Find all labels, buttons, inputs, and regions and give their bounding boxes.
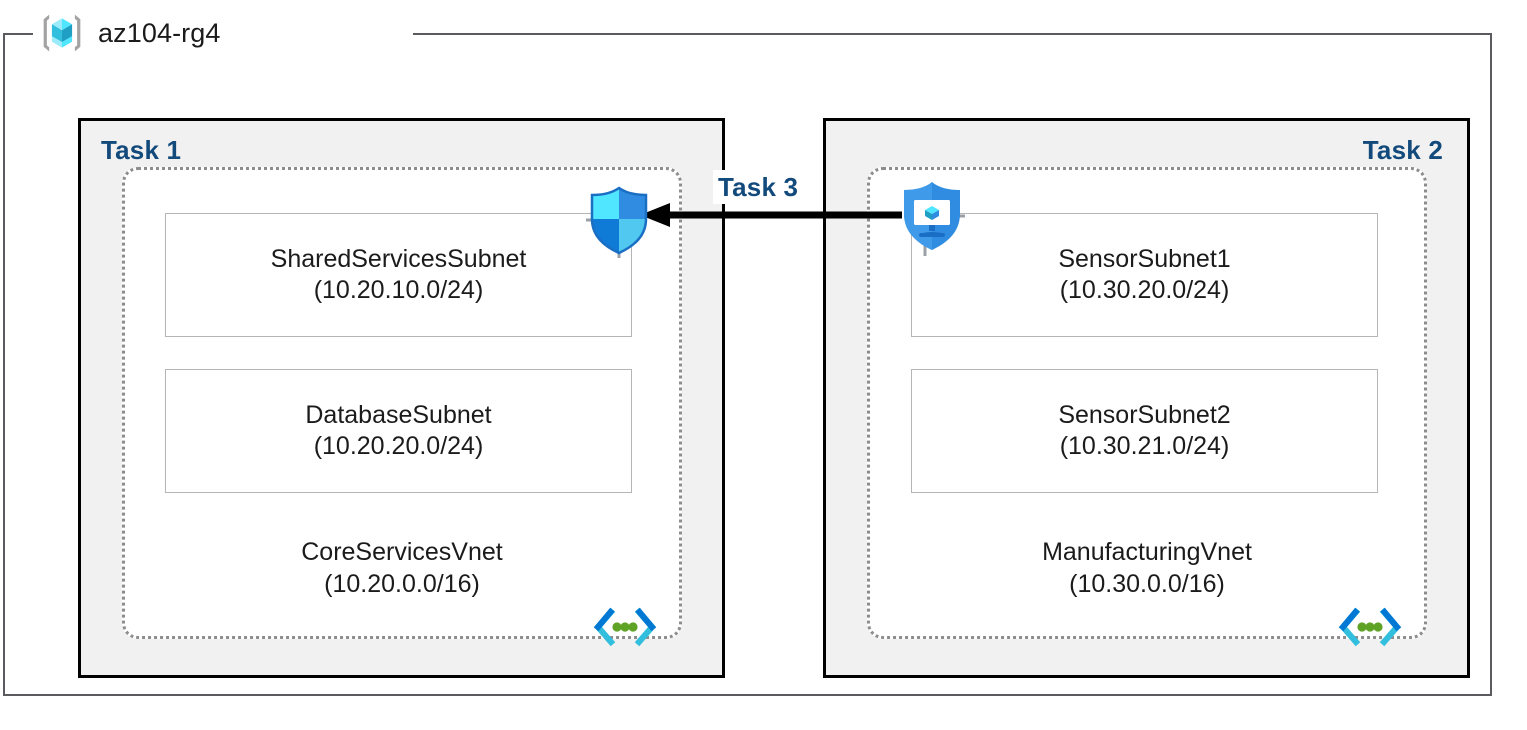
vnet-coreservices-caption: CoreServicesVnet (10.20.0.0/16) bbox=[122, 537, 682, 600]
subnet-database-cidr: (10.20.20.0/24) bbox=[313, 432, 484, 460]
subnet-sensor2-name: SensorSubnet2 bbox=[1058, 400, 1231, 429]
peering-arrow-left-icon bbox=[640, 202, 902, 228]
resource-group-boundary bbox=[3, 33, 1492, 696]
subnet-sensor1: SensorSubnet1 (10.30.20.0/24) bbox=[911, 213, 1378, 337]
resource-group-cube-icon bbox=[40, 11, 84, 55]
task-3-label-backdrop bbox=[713, 170, 819, 204]
vnet-coreservices-cidr: (10.20.0.0/16) bbox=[324, 569, 480, 598]
firewall-shield-icon bbox=[586, 186, 652, 258]
subnet-sharedservices-cidr: (10.20.10.0/24) bbox=[313, 276, 484, 304]
task-2-label: Task 2 bbox=[1362, 135, 1443, 165]
subnet-sharedservices: SharedServicesSubnet (10.20.10.0/24) bbox=[165, 213, 632, 337]
virtual-network-icon bbox=[1337, 606, 1403, 648]
subnet-database-name: DatabaseSubnet bbox=[305, 400, 492, 429]
bastion-shield-monitor-icon bbox=[899, 180, 965, 256]
task-3-label: Task 3 bbox=[718, 172, 799, 202]
subnet-sensor2-cidr: (10.30.21.0/24) bbox=[1059, 432, 1230, 460]
vnet-manufacturing-caption: ManufacturingVnet (10.30.0.0/16) bbox=[867, 537, 1427, 600]
resource-group-header: az104-rg4 bbox=[40, 4, 231, 62]
subnet-sensor1-cidr: (10.30.20.0/24) bbox=[1059, 276, 1230, 304]
vnet-manufacturing-cidr: (10.30.0.0/16) bbox=[1069, 569, 1225, 598]
subnet-sensor2: SensorSubnet2 (10.30.21.0/24) bbox=[911, 369, 1378, 493]
vnet-manufacturing-name: ManufacturingVnet bbox=[1042, 538, 1252, 566]
subnet-sharedservices-name: SharedServicesSubnet bbox=[270, 244, 527, 273]
resource-group-name: az104-rg4 bbox=[98, 17, 221, 48]
subnet-database: DatabaseSubnet (10.20.20.0/24) bbox=[165, 369, 632, 493]
virtual-network-icon bbox=[592, 606, 658, 648]
task-1-label: Task 1 bbox=[101, 135, 182, 165]
vnet-coreservices-name: CoreServicesVnet bbox=[301, 538, 503, 566]
subnet-sensor1-name: SensorSubnet1 bbox=[1058, 244, 1231, 273]
